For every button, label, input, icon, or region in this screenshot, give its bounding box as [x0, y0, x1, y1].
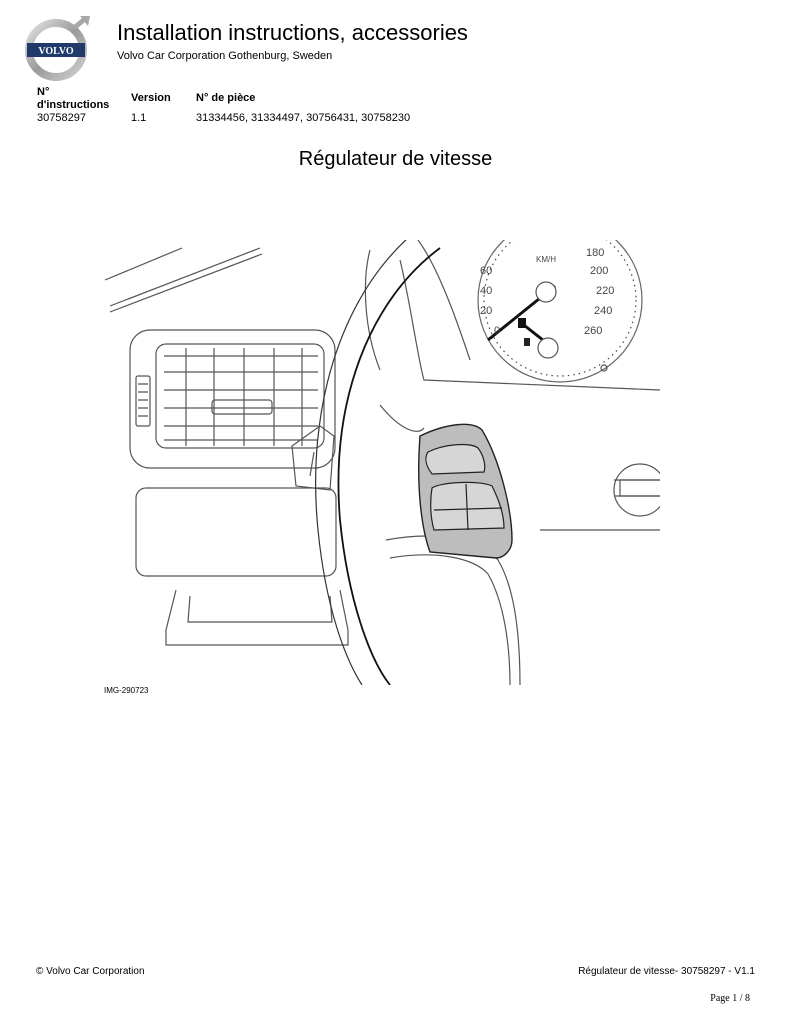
logo-text: VOLVO — [38, 46, 74, 57]
speed-left-2: 20 — [480, 305, 492, 317]
footer-doc-ref: Régulateur de vitesse- 30758297 - V1.1 — [578, 966, 755, 977]
part-label: N° de pièce — [196, 92, 256, 104]
speed-left-3: 0 — [494, 325, 500, 337]
speed-right-3: 240 — [594, 305, 612, 317]
speed-right-0: 180 — [586, 247, 604, 259]
image-id: IMG-290723 — [104, 686, 149, 695]
version-label: Version — [131, 92, 171, 104]
page-title: Installation instructions, accessories — [117, 20, 468, 45]
instructions-label-line1: N° — [37, 86, 50, 98]
instructions-value: 30758297 — [37, 112, 86, 124]
speed-right-4: 260 — [584, 325, 602, 337]
instructions-label-line2: d'instructions — [37, 99, 110, 111]
speed-right-1: 200 — [590, 265, 608, 277]
company-subtitle: Volvo Car Corporation Gothenburg, Sweden — [117, 50, 333, 62]
page-number: Page 1 / 8 — [710, 993, 750, 1004]
speed-left-1: 40 — [480, 285, 492, 297]
document-heading: Régulateur de vitesse — [298, 148, 493, 170]
speed-left-0: 60 — [480, 265, 492, 277]
volvo-logo: VOLVO — [25, 16, 90, 81]
steering-wheel-illustration: KM/H 60 40 20 0 180 200 220 240 260 — [104, 240, 660, 685]
instructions-label: N° d'instructions — [37, 86, 109, 112]
part-value: 31334456, 31334497, 30756431, 30758230 — [196, 112, 411, 124]
version-value: 1.1 — [131, 112, 147, 124]
speed-right-2: 220 — [596, 285, 614, 297]
speedo-unit: KM/H — [536, 255, 556, 264]
footer-copyright: © Volvo Car Corporation — [36, 966, 145, 977]
